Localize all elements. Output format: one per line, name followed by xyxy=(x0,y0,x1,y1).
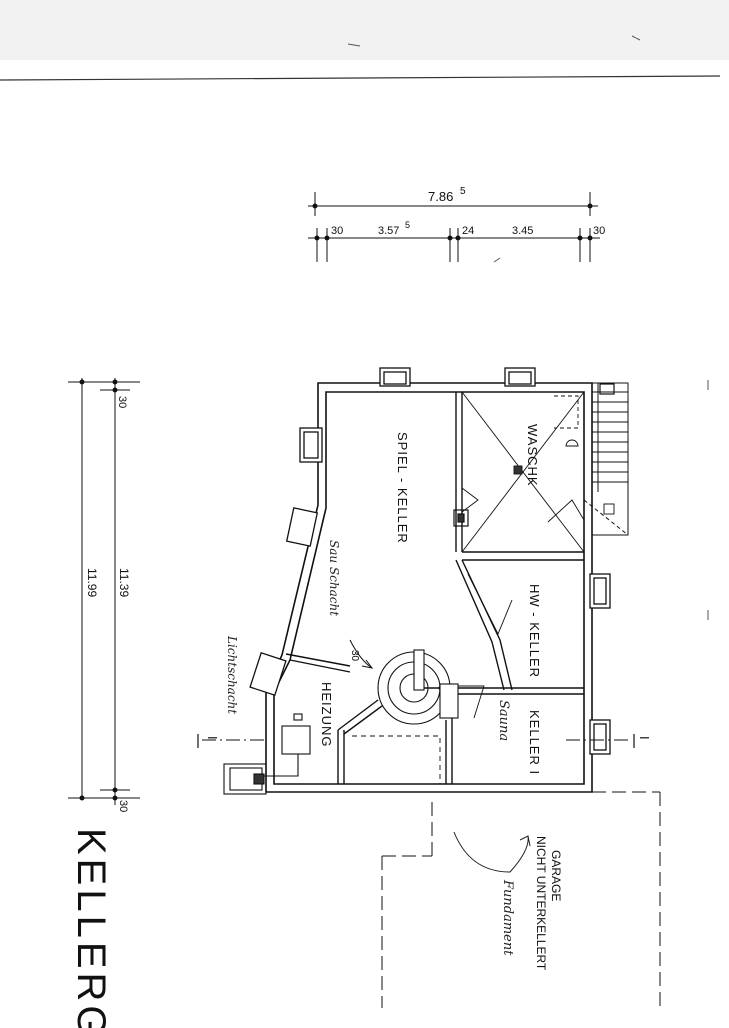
room-label-heizung: HEIZUNG xyxy=(319,682,334,748)
room-label-keller-i: KELLER I xyxy=(527,710,542,775)
drawing-title-block: KELLERGE xyxy=(69,828,113,1028)
room-label-hw-keller: HW - KELLER xyxy=(527,584,542,678)
dim-total-width: 7.86 xyxy=(428,189,453,204)
garage-outline xyxy=(381,791,661,1010)
dim-wall-mid: 24 xyxy=(462,225,474,237)
dim-wall-left: 30 xyxy=(331,225,343,237)
left-dimension-chain xyxy=(68,378,140,805)
dim-wall-top-side: 30 xyxy=(116,396,128,408)
spiral-stair xyxy=(377,649,485,725)
top-dimension-chain xyxy=(308,192,600,262)
hw-door-swing xyxy=(467,573,513,636)
handwritten-note-3: Fundament xyxy=(500,879,515,956)
room-label-spiel-keller: SPIEL - KELLER xyxy=(395,432,410,544)
dim-depth-inner: 11.39 xyxy=(117,568,131,597)
interior-walls xyxy=(285,392,584,784)
dim-span-right: 3.45 xyxy=(512,225,533,237)
handwritten-arrow xyxy=(453,831,531,873)
scan-marks xyxy=(347,35,709,620)
handwritten-note-2: Sauna xyxy=(496,700,511,741)
laundry-fixtures xyxy=(461,391,615,553)
exterior-stair xyxy=(583,382,629,536)
scan-top-band xyxy=(0,0,729,60)
garage-note-line1: GARAGE xyxy=(549,850,563,901)
stair-arrow xyxy=(349,639,374,669)
handwritten-note-1: Sau Schacht xyxy=(327,540,341,616)
garage-note-line2: NICHT UNTERKELLERT xyxy=(534,836,548,971)
drawing-title: KELLERGE xyxy=(69,828,113,1028)
dim-span-left: 3.57 xyxy=(378,225,399,237)
scan-fold-line xyxy=(0,75,721,81)
dim-span-left-sup: 5 xyxy=(405,220,410,230)
stair-mark: 30 xyxy=(349,650,360,662)
section-marks xyxy=(197,734,635,748)
window-bays xyxy=(249,367,611,755)
room-label-waschk: WASCHK xyxy=(525,424,540,487)
chimney xyxy=(453,509,469,527)
dashed-partition xyxy=(352,735,441,784)
section-marker-left: I xyxy=(205,736,220,740)
dim-depth-outer: 11.99 xyxy=(85,568,99,597)
dim-wall-bottom-side: 30 xyxy=(117,800,129,812)
handwritten-note-4: Lichtschacht xyxy=(225,635,239,714)
dim-total-width-sup: 5 xyxy=(460,186,466,197)
dim-wall-right: 30 xyxy=(593,225,605,237)
section-marker-right: I xyxy=(637,736,652,740)
heating-fixtures xyxy=(223,713,311,795)
